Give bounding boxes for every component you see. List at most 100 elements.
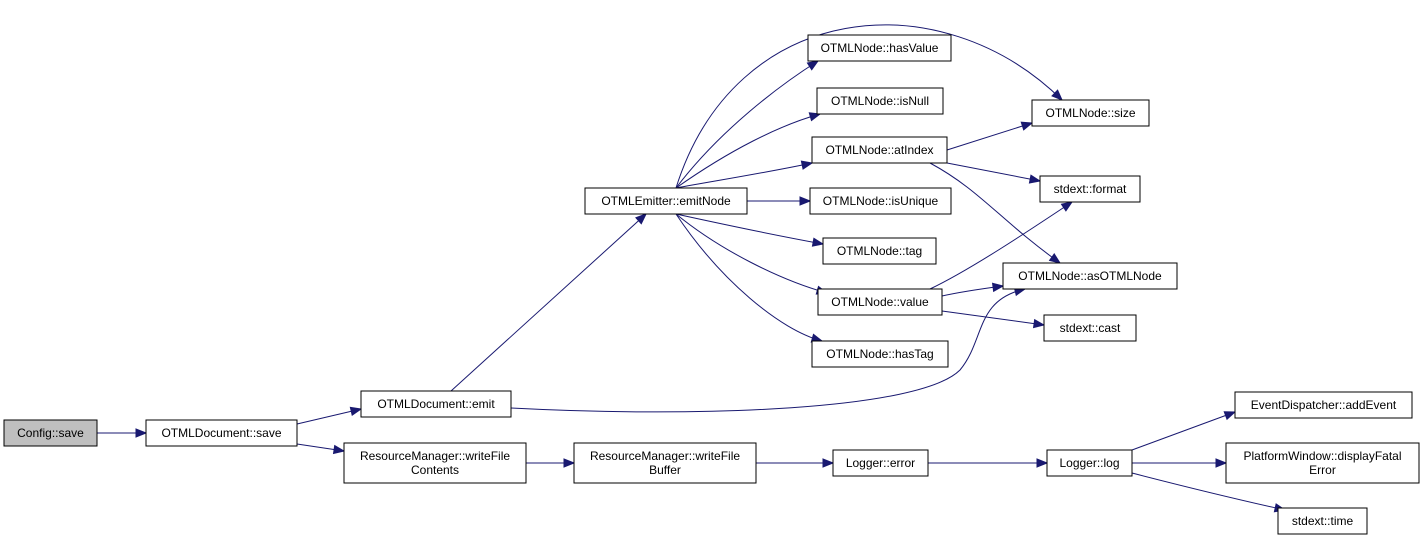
node-logger-error[interactable]: Logger::error xyxy=(832,449,929,477)
node-label: EventDispatcher::addEvent xyxy=(1251,398,1397,412)
node-box xyxy=(1046,449,1133,477)
call-graph-edges xyxy=(97,24,1287,513)
call-edge xyxy=(296,443,346,455)
node-label: stdext::time xyxy=(1292,514,1354,528)
node-label: OTMLNode::value xyxy=(831,295,929,309)
arrowhead-icon xyxy=(1020,121,1034,131)
node-stdext-cast[interactable]: stdext::cast xyxy=(1043,314,1137,342)
node-otmldoc-save[interactable]: OTMLDocument::save xyxy=(145,419,298,447)
node-node-size[interactable]: OTMLNode::size xyxy=(1031,99,1150,127)
arrowhead-icon xyxy=(822,458,835,468)
call-edge xyxy=(675,60,820,189)
node-node-atindex[interactable]: OTMLNode::atIndex xyxy=(811,136,948,164)
node-label: OTMLDocument::save xyxy=(161,426,281,440)
call-edge xyxy=(928,458,1049,468)
call-edge xyxy=(675,213,825,247)
node-box xyxy=(811,340,949,368)
node-box xyxy=(1002,262,1178,290)
node-label: stdext::cast xyxy=(1060,321,1121,335)
arrowhead-icon xyxy=(800,160,814,170)
arrowhead-icon xyxy=(1032,318,1046,329)
node-box xyxy=(573,442,757,484)
arrowhead-icon xyxy=(806,60,820,71)
call-edge xyxy=(941,310,1046,329)
call-edge xyxy=(675,213,829,295)
node-node-isnull[interactable]: OTMLNode::isNull xyxy=(816,87,944,115)
node-box xyxy=(822,237,937,265)
arrowhead-icon xyxy=(135,428,148,438)
node-box xyxy=(145,419,298,447)
arrowhead-icon xyxy=(1223,411,1237,421)
call-edge xyxy=(296,406,363,425)
node-node-isunique[interactable]: OTMLNode::isUnique xyxy=(809,187,952,215)
node-label: Contents xyxy=(411,463,459,477)
node-box xyxy=(817,288,943,316)
node-label: ResourceManager::writeFile xyxy=(360,449,510,463)
node-label: OTMLNode::tag xyxy=(837,244,922,258)
node-node-hasvalue[interactable]: OTMLNode::hasValue xyxy=(807,34,952,62)
arrowhead-icon xyxy=(991,282,1005,293)
node-node-asotmlnode[interactable]: OTMLNode::asOTMLNode xyxy=(1002,262,1178,290)
node-box xyxy=(1277,507,1368,535)
node-label: ResourceManager::writeFile xyxy=(590,449,740,463)
call-edge xyxy=(675,24,1063,189)
call-edge xyxy=(756,458,835,468)
node-box xyxy=(1031,99,1150,127)
node-box xyxy=(1225,442,1420,484)
arrowhead-icon xyxy=(1036,458,1049,468)
call-edge xyxy=(675,112,822,189)
call-edge xyxy=(1132,458,1228,468)
node-label: PlatformWindow::displayFatal xyxy=(1243,449,1401,463)
node-box xyxy=(807,34,952,62)
node-box xyxy=(832,449,929,477)
call-edge xyxy=(946,121,1034,151)
call-edge xyxy=(675,160,814,189)
node-node-value[interactable]: OTMLNode::value xyxy=(817,288,943,316)
node-label: OTMLNode::hasTag xyxy=(826,347,933,361)
node-label: OTMLNode::isUnique xyxy=(823,194,939,208)
call-edge xyxy=(946,162,1042,184)
node-node-hastag[interactable]: OTMLNode::hasTag xyxy=(811,340,949,368)
node-stdext-format[interactable]: stdext::format xyxy=(1039,175,1141,203)
node-config-save[interactable]: Config::save xyxy=(3,419,98,447)
arrowhead-icon xyxy=(799,196,812,206)
arrowhead-icon xyxy=(1051,89,1063,101)
node-label: OTMLNode::hasValue xyxy=(821,41,939,55)
node-label: OTMLNode::asOTMLNode xyxy=(1018,269,1162,283)
node-emitter-emitnode[interactable]: OTMLEmitter::emitNode xyxy=(584,187,748,215)
call-edge xyxy=(941,282,1005,297)
node-box xyxy=(3,419,98,447)
arrowhead-icon xyxy=(332,444,346,455)
node-box xyxy=(1043,314,1137,342)
node-stdext-time[interactable]: stdext::time xyxy=(1277,507,1368,535)
call-edge xyxy=(97,428,148,438)
node-label: OTMLNode::size xyxy=(1045,106,1135,120)
arrowhead-icon xyxy=(563,458,576,468)
node-ed-addevent[interactable]: EventDispatcher::addEvent xyxy=(1234,391,1413,419)
node-box xyxy=(809,187,952,215)
node-logger-log[interactable]: Logger::log xyxy=(1046,449,1133,477)
call-graph-nodes: Config::save OTMLDocument::save OTMLDocume… xyxy=(3,34,1420,535)
node-box xyxy=(1234,391,1413,419)
node-otmldoc-emit[interactable]: OTMLDocument::emit xyxy=(360,390,512,418)
arrowhead-icon xyxy=(1060,201,1074,212)
node-label: OTMLNode::isNull xyxy=(831,94,929,108)
node-box xyxy=(360,390,512,418)
arrowhead-icon xyxy=(635,213,647,225)
node-label: Logger::log xyxy=(1059,456,1119,470)
call-edge xyxy=(1131,411,1237,451)
node-label: OTMLDocument::emit xyxy=(377,397,495,411)
arrowhead-icon xyxy=(349,406,363,417)
node-label: stdext::format xyxy=(1054,182,1127,196)
node-label: OTMLNode::atIndex xyxy=(825,143,933,157)
node-box xyxy=(1039,175,1141,203)
call-edge xyxy=(675,213,824,343)
node-box xyxy=(343,442,527,484)
call-edge xyxy=(747,196,812,206)
node-node-tag[interactable]: OTMLNode::tag xyxy=(822,237,937,265)
node-label: OTMLEmitter::emitNode xyxy=(601,194,731,208)
node-label: Buffer xyxy=(649,463,681,477)
